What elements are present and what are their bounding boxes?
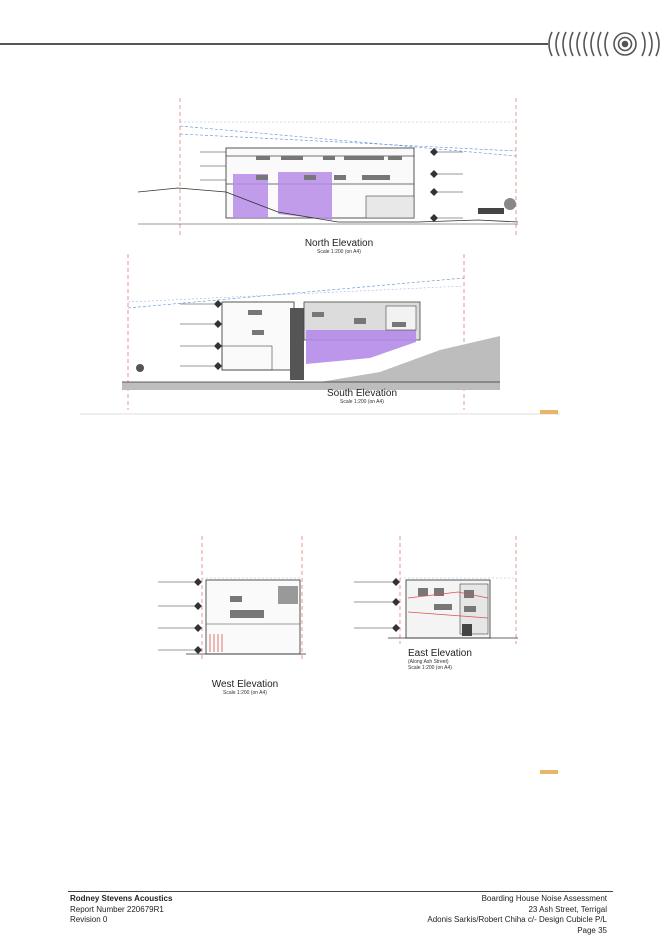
rsa-logo-icon bbox=[548, 31, 660, 57]
footer-page-number: Page 35 bbox=[577, 925, 607, 935]
north-elevation-scale: Scale 1:200 (on A4) bbox=[317, 249, 361, 255]
footer-document-title: Boarding House Noise Assessment bbox=[481, 894, 607, 903]
east-elevation-caption: East Elevation (Along Ash Street) Scale … bbox=[408, 648, 488, 671]
west-elevation-caption: West Elevation Scale 1:200 (on A4) bbox=[200, 679, 290, 696]
footer-client: Adonis Sarkis/Robert Chiha c/- Design Cu… bbox=[427, 915, 607, 924]
footer-company: Rodney Stevens Acoustics bbox=[70, 894, 173, 903]
footer-address: 23 Ash Street, Terrigal bbox=[528, 904, 607, 914]
drawing-stamp bbox=[540, 410, 558, 414]
drawing-stamp bbox=[540, 770, 558, 774]
east-elevation-drawing bbox=[354, 536, 518, 644]
north-elevation-drawing bbox=[137, 98, 519, 236]
south-elevation-drawing bbox=[80, 254, 560, 415]
north-elevation-title: North Elevation bbox=[304, 238, 374, 249]
footer-revision: Revision 0 bbox=[70, 915, 108, 924]
east-elevation-title: East Elevation bbox=[408, 648, 472, 659]
footer-right: Boarding House Noise Assessment 23 Ash S… bbox=[427, 894, 607, 936]
south-elevation-scale: Scale 1:200 (on A4) bbox=[340, 399, 384, 405]
east-elevation-scale: Scale 1:200 (on A4) bbox=[408, 665, 452, 671]
west-elevation-drawing bbox=[158, 536, 306, 660]
west-elevation-scale: Scale 1:200 (on A4) bbox=[223, 690, 267, 696]
west-elevation-title: West Elevation bbox=[211, 679, 279, 690]
footer-rule bbox=[68, 891, 613, 892]
footer-left: Rodney Stevens Acoustics Report Number 2… bbox=[70, 894, 172, 926]
header-rule bbox=[0, 43, 548, 45]
south-elevation-title: South Elevation bbox=[326, 388, 398, 399]
footer-report-number: Report Number 220679R1 bbox=[70, 904, 164, 914]
south-elevation-caption: South Elevation Scale 1:200 (on A4) bbox=[307, 388, 417, 405]
north-elevation-caption: North Elevation Scale 1:200 (on A4) bbox=[284, 238, 394, 255]
east-elevation-subtitle: (Along Ash Street) bbox=[408, 659, 449, 665]
